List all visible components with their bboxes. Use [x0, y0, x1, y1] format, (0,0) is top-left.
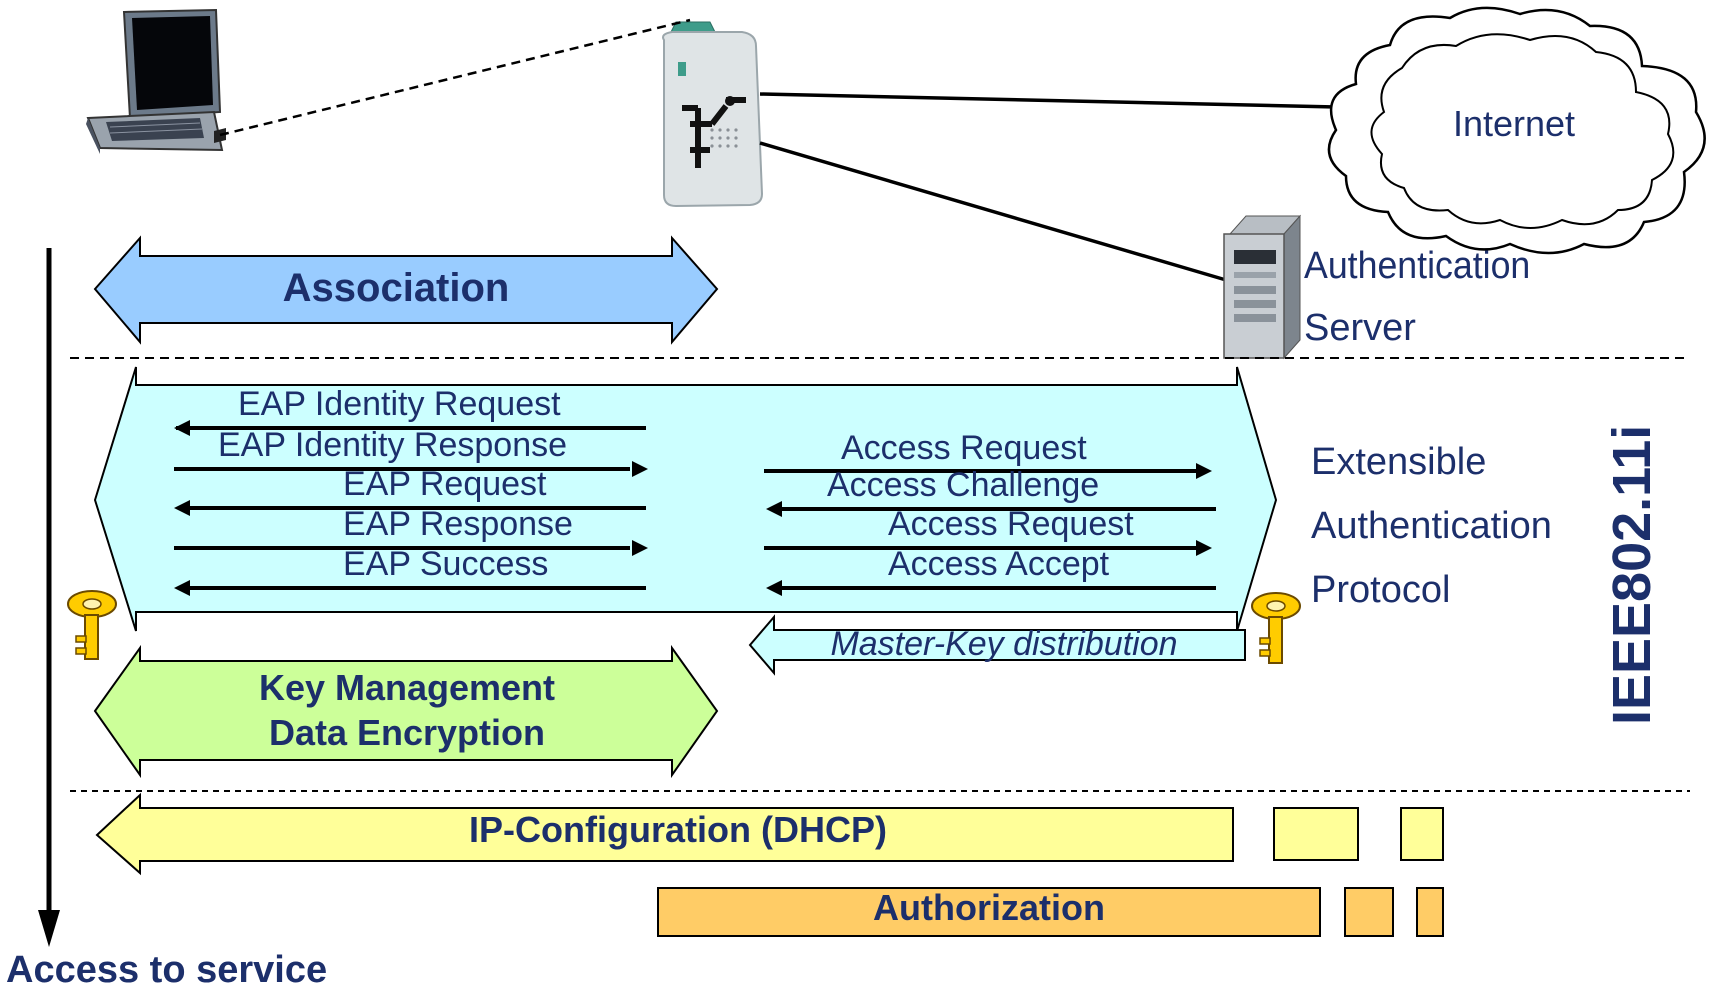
auth-server-label-line2: Server: [1304, 307, 1416, 349]
authorization-block-2: [1344, 887, 1394, 937]
wireless-link: [219, 18, 691, 137]
eap-side-label-line3: Protocol: [1311, 569, 1450, 611]
eap-band: [93, 366, 1278, 632]
eap-arrowhead-4: [632, 540, 648, 556]
internet-label: Internet: [1453, 103, 1575, 144]
eap-side-label-line1: Extensible: [1311, 441, 1486, 483]
eap-message-2: EAP Identity Response: [218, 426, 567, 464]
master-key-label: Master-Key distribution: [830, 625, 1177, 663]
radius-message-2: Access Challenge: [827, 466, 1099, 504]
access-point-icon: [662, 21, 764, 208]
eap-message-5: EAP Success: [343, 545, 548, 583]
radius-arrowhead-1: [1196, 463, 1212, 479]
key-management-line1: Key Management: [259, 667, 555, 708]
auth-server-label-line1: Authentication: [1304, 244, 1530, 286]
server-icon: [1223, 214, 1302, 360]
eap-message-3: EAP Request: [343, 465, 547, 503]
eap-arrowhead-2: [632, 461, 648, 477]
key-management-line2: Data Encryption: [269, 712, 545, 753]
radius-message-4: Access Accept: [888, 545, 1110, 583]
timeline-label: Access to service: [6, 949, 327, 991]
eap-arrowhead-1: [174, 420, 190, 436]
key-icon: [1251, 592, 1301, 664]
eap-side-label-line2: Authentication: [1311, 505, 1552, 547]
eap-client-messages: EAP Identity Request EAP Identity Respon…: [174, 385, 648, 596]
association-label: Association: [283, 266, 510, 310]
cloud-icon: [1327, 6, 1706, 255]
ip-config-block-2: [1273, 807, 1359, 861]
radius-messages: Access Request Access Challenge Access R…: [764, 429, 1216, 596]
ap-server-link: [759, 141, 1227, 282]
eap-arrowhead-5: [174, 580, 190, 596]
key-management-arrow: [93, 644, 719, 779]
laptop-icon: [86, 8, 226, 154]
radius-arrowhead-4: [766, 580, 782, 596]
eap-message-1: EAP Identity Request: [238, 385, 561, 423]
radius-message-3: Access Request: [888, 505, 1134, 543]
ip-config-label: IP-Configuration (DHCP): [469, 809, 887, 850]
association-arrow: [93, 235, 719, 345]
authorization-block-3: [1416, 887, 1444, 937]
standard-label: IEEE802.11i: [1602, 425, 1662, 725]
ap-internet-link: [759, 92, 1337, 109]
key-icon: [67, 590, 117, 660]
eap-arrowhead-3: [174, 500, 190, 516]
radius-message-1: Access Request: [841, 429, 1087, 467]
ip-config-block-3: [1400, 807, 1444, 861]
master-key-arrow: [748, 614, 1246, 676]
ip-config-arrow: [95, 792, 1234, 876]
authorization-bar: [657, 887, 1321, 937]
timeline-arrowhead: [38, 910, 60, 947]
radius-arrowhead-3: [1196, 540, 1212, 556]
eap-message-4: EAP Response: [343, 505, 573, 543]
authorization-label: Authorization: [873, 887, 1105, 928]
radius-arrowhead-2: [766, 501, 782, 517]
